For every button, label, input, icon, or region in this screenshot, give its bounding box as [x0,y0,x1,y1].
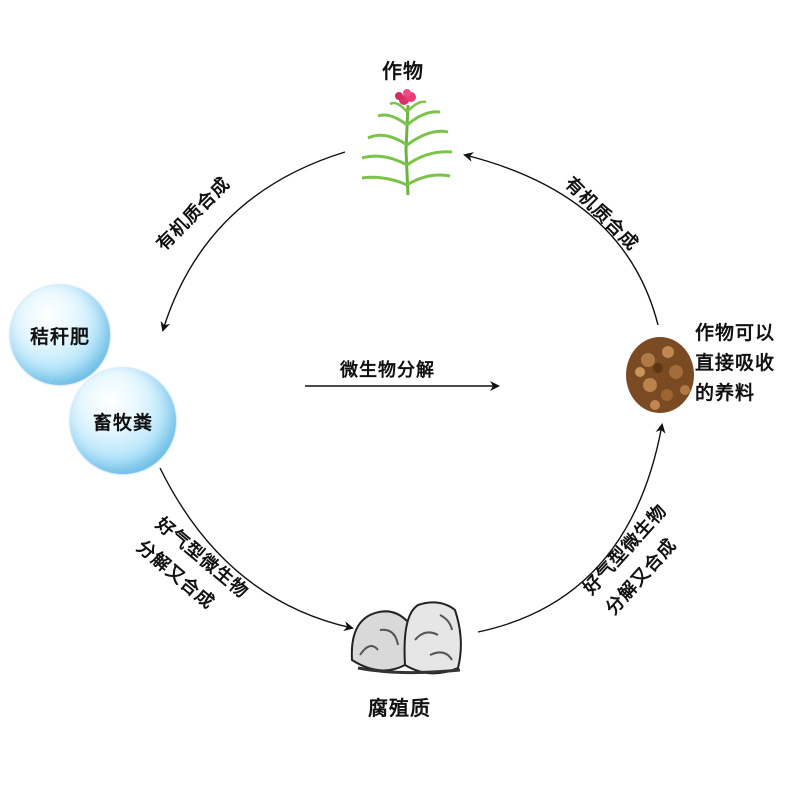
nutrient-label-line-3: 的养料 [695,382,756,404]
arrow-nutrient-to-crop [463,152,659,326]
nutrient-label-line-1: 作物可以 [695,322,776,344]
manure-label: 畜牧粪 [92,411,153,434]
arrow-manure-to-humus [159,467,354,632]
crop-plant-icon [361,89,453,196]
humus-rock-icon [350,601,462,675]
nutrient-label: 作物可以 直接吸收 的养料 [695,318,775,408]
straw-label: 秸秆肥 [29,325,90,348]
nutrient-label-line-2: 直接吸收 [695,352,776,374]
nutrient-soil-icon [626,337,694,413]
arrow-crop-to-straw [160,151,346,332]
edge-label-center: 微生物分解 [340,360,435,381]
straw-bubble: 秸秆肥 [10,285,110,385]
humus-label: 腐殖质 [368,696,431,720]
arrow-humus-to-nutrient [477,423,666,633]
crop-label: 作物 [382,59,424,83]
manure-bubble: 畜牧粪 [70,368,176,474]
